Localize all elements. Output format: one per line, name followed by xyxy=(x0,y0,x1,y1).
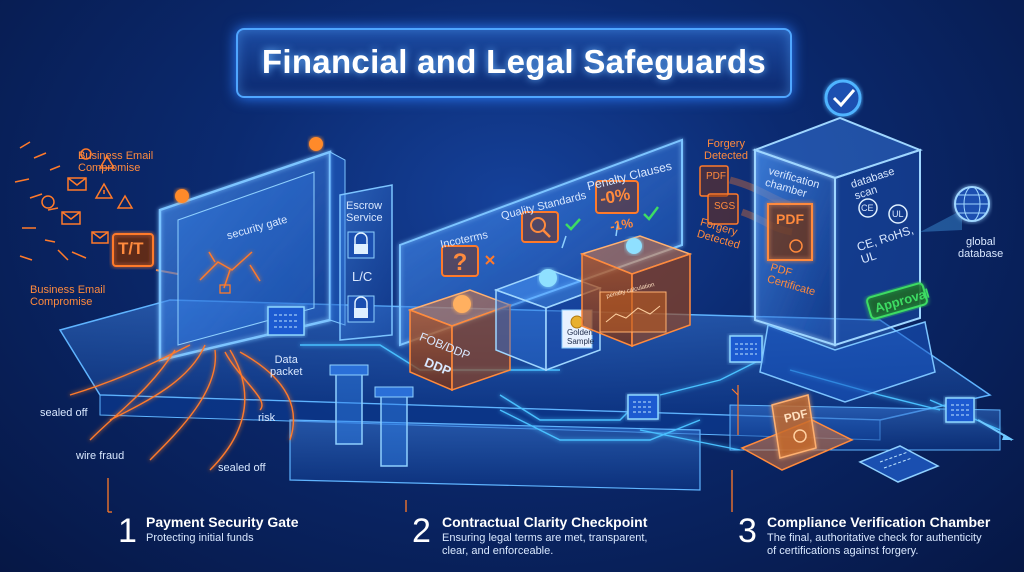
title-banner: Financial and Legal Safeguards xyxy=(236,28,792,98)
label-forgery-1: Forgery Detected xyxy=(704,138,748,162)
label-escrow: Escrow Service xyxy=(346,200,383,224)
label-data-packet: Data packet xyxy=(270,354,302,378)
label-bec-bottom: Business Email Compromise xyxy=(30,284,105,308)
page-title: Financial and Legal Safeguards xyxy=(238,43,790,81)
label-ul: UL xyxy=(892,209,904,219)
label-sealed-off-1: sealed off xyxy=(40,407,88,419)
section-3-desc: The final, authoritative check for authe… xyxy=(767,532,982,558)
label-golden-sample: Golden Sample xyxy=(567,328,594,346)
label-sgs: SGS xyxy=(714,202,735,212)
label-pdf-big: PDF xyxy=(776,212,804,227)
section-1-number: 1 xyxy=(118,514,137,548)
section-1-title: Payment Security Gate xyxy=(146,514,299,530)
section-3-title: Compliance Verification Chamber xyxy=(767,514,990,530)
label-wire-fraud: wire fraud xyxy=(76,450,124,462)
label-pdf-small: PDF xyxy=(706,172,726,182)
section-1-desc: Protecting initial funds xyxy=(146,532,254,545)
global-database-icon xyxy=(920,187,989,232)
label-sealed-off-2: sealed off xyxy=(218,462,266,474)
section-2-desc: Ensuring legal terms are met, transparen… xyxy=(442,532,647,558)
label-bec-top: Business Email Compromise xyxy=(78,150,153,174)
svg-text:?: ? xyxy=(453,249,468,276)
label-tt: T/T xyxy=(118,240,144,258)
section-2-title: Contractual Clarity Checkpoint xyxy=(442,514,647,530)
label-ce: CE xyxy=(861,203,874,213)
section-3-number: 3 xyxy=(738,514,757,548)
label-global-database: global database xyxy=(958,236,1003,260)
section-2-number: 2 xyxy=(412,514,431,548)
label-lc: L/C xyxy=(352,270,372,284)
label-risk: risk xyxy=(258,412,275,424)
